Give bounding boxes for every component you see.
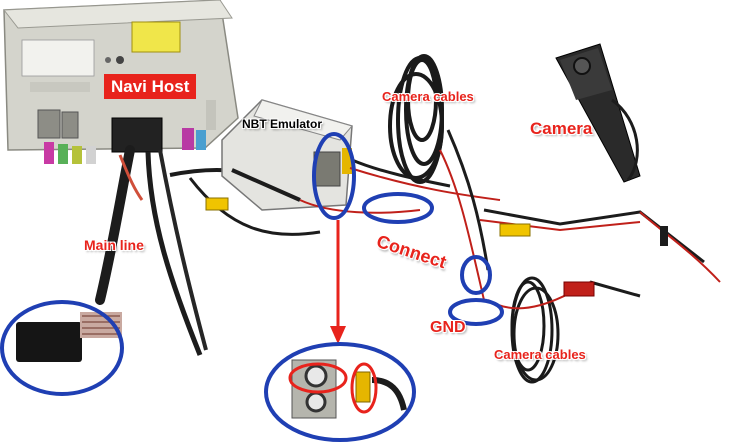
emulator-port-highlight [312, 132, 356, 220]
rear-camera [555, 43, 641, 183]
rca-plug [205, 197, 668, 297]
nbt-emulator-label: NBT Emulator [242, 117, 323, 131]
camera-label: Camera [530, 119, 593, 138]
camera-cable-coil-top [388, 54, 444, 184]
camera-cables-bottom-label: Camera cables [494, 347, 586, 362]
main-line-connector [16, 312, 122, 362]
highlight-circles [0, 132, 504, 396]
main-line-label: Main line [84, 237, 144, 253]
connect-highlight [362, 192, 434, 224]
main-line-harness [95, 145, 321, 356]
nbt-emulator-box [221, 99, 353, 211]
zoom-inset [264, 342, 416, 442]
navi-host-label: Navi Host [104, 74, 197, 99]
gnd-label: GND [430, 319, 466, 336]
main-line-highlight [0, 300, 124, 396]
camera-cables-top-label: Camera cables [382, 89, 474, 104]
camera-cable-coil-bottom [510, 276, 560, 384]
gnd-highlight [448, 298, 504, 326]
gnd-wire-highlight [460, 255, 492, 295]
zoom-arrow [330, 220, 346, 344]
signal-wires [299, 129, 721, 310]
